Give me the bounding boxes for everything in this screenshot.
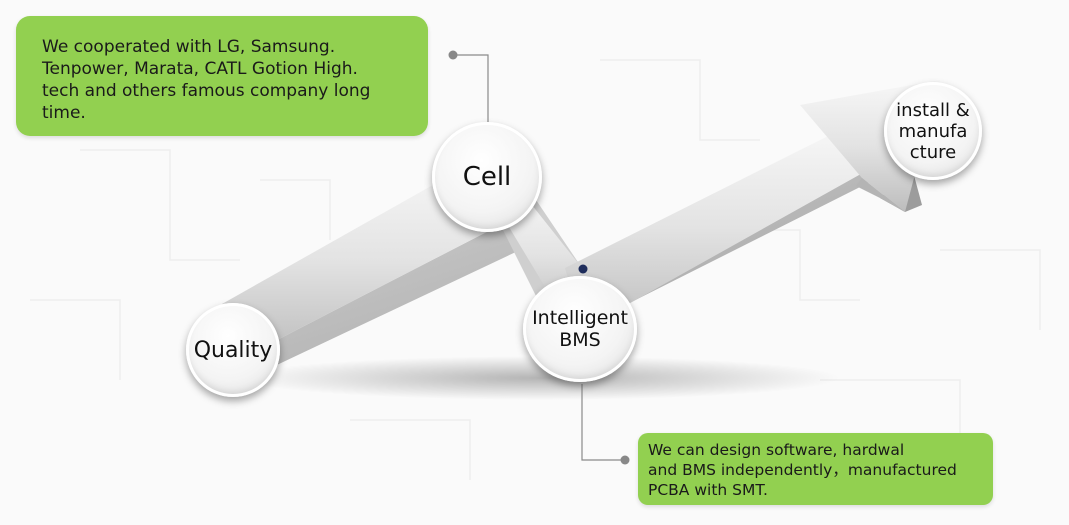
cell-description-text: We cooperated with LG, Samsung. Tenpower…: [42, 37, 371, 123]
node-quality-label: Quality: [193, 337, 273, 363]
leader-dot-top: [448, 50, 458, 60]
arrow-head-bevel: [856, 178, 905, 212]
node-cell-label: Cell: [462, 162, 512, 192]
cell-description-callout: We cooperated with LG, Samsung. Tenpower…: [16, 16, 428, 136]
leader-line-top: [455, 54, 489, 122]
node-cell: Cell: [432, 122, 542, 232]
bms-description-text: We can design software, hardwal and BMS …: [648, 441, 957, 499]
leader-dot-bottom: [620, 455, 630, 465]
node-quality: Quality: [186, 303, 280, 397]
arrow-segment-rising-1: [222, 164, 506, 356]
bms-description-callout: We can design software, hardwal and BMS …: [638, 433, 993, 505]
leader-line-bottom: [581, 384, 624, 461]
node-bms-label: Intelligent BMS: [532, 307, 628, 351]
connector-dot-bms: [578, 264, 588, 274]
node-install-manufacture: install & manufa cture: [884, 82, 982, 180]
floor-shadow: [240, 356, 840, 400]
node-intelligent-bms: Intelligent BMS: [523, 276, 637, 382]
leader-lines: [455, 54, 624, 461]
node-install-label: install & manufa cture: [896, 99, 970, 163]
arrow-segment-rising-2: [565, 126, 868, 330]
